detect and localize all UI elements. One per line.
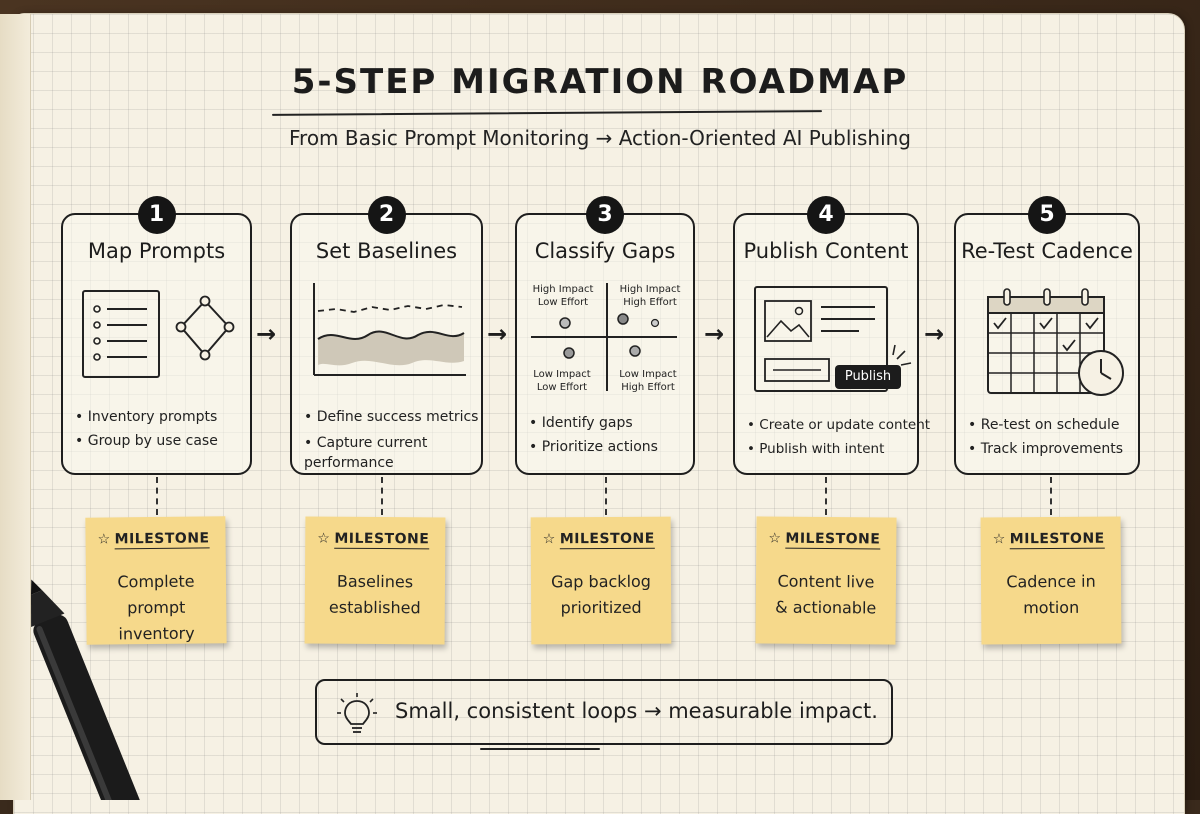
step-bullets: • Identify gaps • Prioritize actions (529, 415, 658, 455)
arrow-right-icon: → (704, 320, 725, 348)
milestone-text: Gap backlog prioritized (551, 571, 651, 618)
bullet: Identify gaps (541, 415, 633, 431)
bullet: Capture current performance (304, 435, 428, 471)
milestone-text: Complete prompt inventory (117, 571, 195, 644)
gap-matrix-icon (531, 283, 677, 391)
star-icon: ☆ (992, 531, 1006, 548)
step-card-1: 1 Map Prompts • Inventory prompts • Grou… (61, 196, 252, 475)
step-card-2: 2 Set Baselines • Define success metrics… (290, 196, 483, 475)
step-number-badge: 1 (137, 196, 176, 234)
prompt-map-icon (82, 290, 235, 378)
step-title: Re-Test Cadence (961, 239, 1133, 263)
step-bullets: • Inventory prompts • Group by use case (75, 409, 218, 449)
milestone-note-4: ☆MILESTONE Content live & actionable (755, 516, 897, 645)
star-icon: ☆ (768, 530, 782, 547)
arrow-right-icon: → (487, 320, 508, 348)
step-bullets: • Re-test on schedule • Track improvemen… (968, 417, 1124, 457)
step-title: Set Baselines (315, 239, 458, 263)
step-title: Classify Gaps (534, 239, 676, 263)
page-title: 5-STEP MIGRATION ROADMAP (291, 62, 909, 102)
milestone-connector (156, 477, 158, 515)
quadrant-label: High Impact High Effort (619, 284, 681, 308)
step-card-3: 3 Classify Gaps High Impact Low Effort H… (515, 196, 695, 475)
milestone-connector (825, 477, 827, 515)
step-number-badge: 3 (586, 196, 624, 234)
milestone-note-5: ☆MILESTONE Cadence in motion (980, 516, 1122, 645)
step-bullets: • Define success metrics • Capture curre… (304, 409, 479, 471)
milestone-label: MILESTONE (559, 530, 655, 550)
milestone-label: MILESTONE (1009, 530, 1105, 550)
milestone-connector (381, 477, 383, 515)
bullet: Track improvements (980, 441, 1124, 457)
milestone-label: MILESTONE (114, 530, 210, 550)
quadrant-label: Low Impact Low Effort (533, 369, 591, 393)
milestone-note-1: ☆MILESTONE Complete prompt inventory (85, 516, 227, 645)
bullet: Define success metrics (316, 409, 479, 425)
bullet: Prioritize actions (541, 439, 658, 455)
bullet: Re-test on schedule (980, 417, 1120, 433)
notebook-binding (0, 14, 31, 800)
content-page-icon (754, 286, 912, 392)
star-icon: ☆ (97, 531, 111, 548)
milestone-label: MILESTONE (334, 530, 430, 550)
bullet: Inventory prompts (87, 409, 218, 425)
footer-text: Small, consistent loops → measurable imp… (395, 699, 878, 723)
milestone-text: Baselines established (328, 571, 421, 618)
milestone-note-3: ☆MILESTONE Gap backlog prioritized (530, 516, 672, 645)
arrow-right-icon: → (256, 320, 277, 348)
bullet: Group by use case (87, 433, 218, 449)
step-card-5: 5 Re-Test Cadence • Re-test on schedule … (954, 196, 1140, 475)
lightbulb-icon (337, 693, 377, 733)
step-number-badge: 5 (1028, 196, 1066, 234)
milestone-connector (1050, 477, 1052, 515)
publish-button[interactable]: Publish (835, 365, 901, 389)
arrow-right-icon: → (924, 320, 945, 348)
step-title: Publish Content (743, 239, 909, 263)
quadrant-label: Low Impact High Effort (619, 369, 677, 393)
bullet: Create or update content (759, 417, 931, 433)
step-card-4: 4 Publish Content Publish • Create or up… (733, 196, 931, 475)
bullet: Publish with intent (759, 441, 885, 457)
milestone-text: Content live & actionable (775, 571, 877, 618)
quadrant-label: High Impact Low Effort (532, 284, 594, 308)
star-icon: ☆ (317, 530, 331, 547)
milestone-text: Cadence in motion (1006, 571, 1096, 618)
milestone-connector (605, 477, 607, 515)
baseline-chart-icon (313, 283, 466, 376)
step-bullets: • Create or update content • Publish wit… (747, 417, 931, 457)
page-subtitle: From Basic Prompt Monitoring → Action-Or… (288, 126, 911, 150)
step-title: Map Prompts (87, 239, 226, 263)
footer-callout: Small, consistent loops → measurable imp… (315, 679, 893, 745)
step-number-badge: 4 (807, 196, 845, 234)
step-number-badge: 2 (367, 196, 406, 234)
milestone-note-2: ☆MILESTONE Baselines established (304, 516, 446, 645)
footer-underline (480, 748, 600, 750)
calendar-clock-icon (987, 288, 1124, 396)
star-icon: ☆ (542, 531, 556, 548)
milestone-label: MILESTONE (785, 530, 881, 550)
